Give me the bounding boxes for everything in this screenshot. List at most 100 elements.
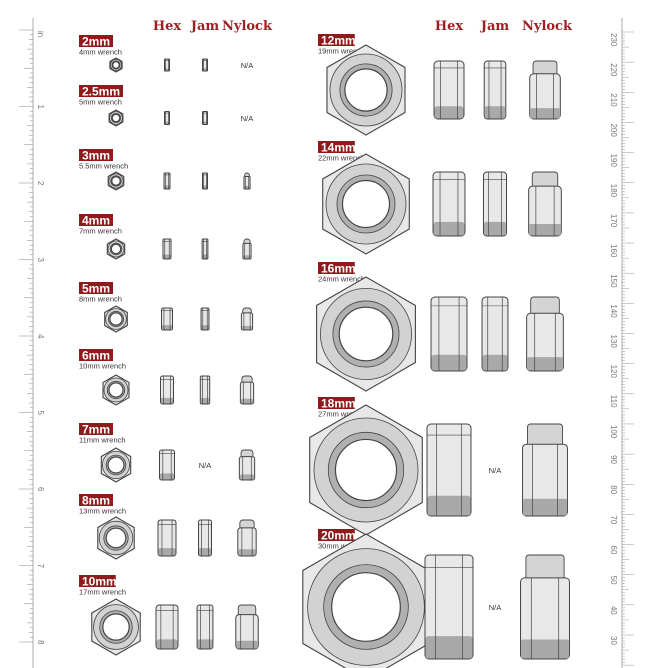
nylock-na-label: N/A xyxy=(241,61,254,70)
nut-top-view xyxy=(309,404,423,536)
wrench-label: 30mm wrench xyxy=(318,542,365,551)
hex-nut-side-view xyxy=(159,449,175,481)
inch-tick-label: 5 xyxy=(36,411,45,416)
jam-na-label: N/A xyxy=(489,466,502,475)
wrench-label: 4mm wrench xyxy=(79,48,122,57)
jam-nut-side-view xyxy=(200,307,210,331)
size-badge xyxy=(79,575,116,587)
nylock-nut-side-view xyxy=(235,604,259,650)
nylock-nut-side-view xyxy=(526,296,564,372)
header-hex-left: Hex xyxy=(153,19,182,34)
nylock-nut-side-view xyxy=(528,171,562,237)
mm-tick-label: 220 xyxy=(609,63,618,77)
jam-nut-side-view xyxy=(481,296,509,372)
mm-tick-label: 100 xyxy=(609,425,618,439)
inch-tick-label: 8 xyxy=(36,640,45,645)
hex-nut-side-view xyxy=(433,60,465,120)
jam-na-label: N/A xyxy=(489,603,502,612)
mm-tick-label: 30 xyxy=(609,636,618,645)
mm-tick-label: 60 xyxy=(609,546,618,555)
nylock-nut-side-view xyxy=(242,238,252,260)
hex-nut-side-view xyxy=(161,307,173,331)
wrench-label: 19mm wrench xyxy=(318,47,365,56)
size-badge xyxy=(318,397,355,409)
nylock-nut-side-view xyxy=(243,172,251,190)
wrench-label: 5mm wrench xyxy=(79,98,122,107)
header-jam-right: Jam xyxy=(480,19,510,34)
mm-tick-label: 230 xyxy=(609,33,618,47)
size-label: 8mm xyxy=(82,494,110,508)
inch-tick-label: 3 xyxy=(36,258,45,263)
mm-tick-label: 180 xyxy=(609,184,618,198)
header-nylock-right: Nylock xyxy=(522,19,573,34)
nylock-nut-side-view xyxy=(520,554,570,660)
hex-nut-side-view xyxy=(164,111,170,125)
size-badge xyxy=(79,214,113,226)
hex-nut-side-view xyxy=(162,238,172,260)
jam-nut-side-view xyxy=(201,238,209,260)
nylock-nut-side-view xyxy=(240,307,254,331)
nut-top-view xyxy=(102,374,130,406)
wrench-label: 22mm wrench xyxy=(318,154,365,163)
inch-tick-label: 7 xyxy=(36,564,45,569)
nut-top-view xyxy=(316,276,416,392)
size-label: 7mm xyxy=(82,423,110,437)
mm-tick-label: 210 xyxy=(609,93,618,107)
nylock-nut-side-view xyxy=(238,449,256,481)
size-label: 12mm xyxy=(321,34,356,48)
size-label: 20mm xyxy=(321,529,356,543)
size-label: 3mm xyxy=(82,149,110,163)
size-badge xyxy=(79,282,113,294)
size-badge xyxy=(318,34,355,46)
hex-nut-side-view xyxy=(164,58,170,72)
size-badge xyxy=(79,349,113,361)
mm-tick-label: 80 xyxy=(609,485,618,494)
size-label: 2mm xyxy=(82,35,110,49)
size-badge xyxy=(79,85,123,97)
nut-top-view xyxy=(100,447,132,483)
mm-tick-label: 40 xyxy=(609,606,618,615)
jam-nut-side-view xyxy=(196,604,214,650)
jam-na-label: N/A xyxy=(199,461,212,470)
jam-nut-side-view xyxy=(202,111,208,125)
size-badge xyxy=(79,35,113,47)
size-badge xyxy=(318,529,355,541)
nut-top-view xyxy=(107,171,125,191)
mm-tick-label: 150 xyxy=(609,274,618,288)
size-badge xyxy=(79,149,113,161)
hex-nut-side-view xyxy=(432,171,466,237)
size-label: 6mm xyxy=(82,349,110,363)
nut-top-view xyxy=(302,533,430,668)
wrench-label: 13mm wrench xyxy=(79,507,126,516)
jam-nut-side-view xyxy=(202,58,208,72)
size-badge xyxy=(79,423,113,435)
mm-tick-label: 190 xyxy=(609,154,618,168)
hex-nut-side-view xyxy=(426,423,472,517)
mm-tick-label: 120 xyxy=(609,365,618,379)
size-badge xyxy=(318,262,355,274)
mm-tick-label: 160 xyxy=(609,244,618,258)
size-label: 14mm xyxy=(321,141,356,155)
header-hex-right: Hex xyxy=(435,19,464,34)
jam-nut-side-view xyxy=(483,60,507,120)
size-badge xyxy=(318,141,355,153)
size-label: 18mm xyxy=(321,397,356,411)
nylock-na-label: N/A xyxy=(241,114,254,123)
size-badge xyxy=(79,494,113,506)
jam-nut-side-view xyxy=(482,171,508,237)
mm-tick-label: 70 xyxy=(609,515,618,524)
hex-nut-side-view xyxy=(430,296,468,372)
jam-nut-side-view xyxy=(198,519,212,557)
wrench-label: 5.5mm wrench xyxy=(79,162,128,171)
